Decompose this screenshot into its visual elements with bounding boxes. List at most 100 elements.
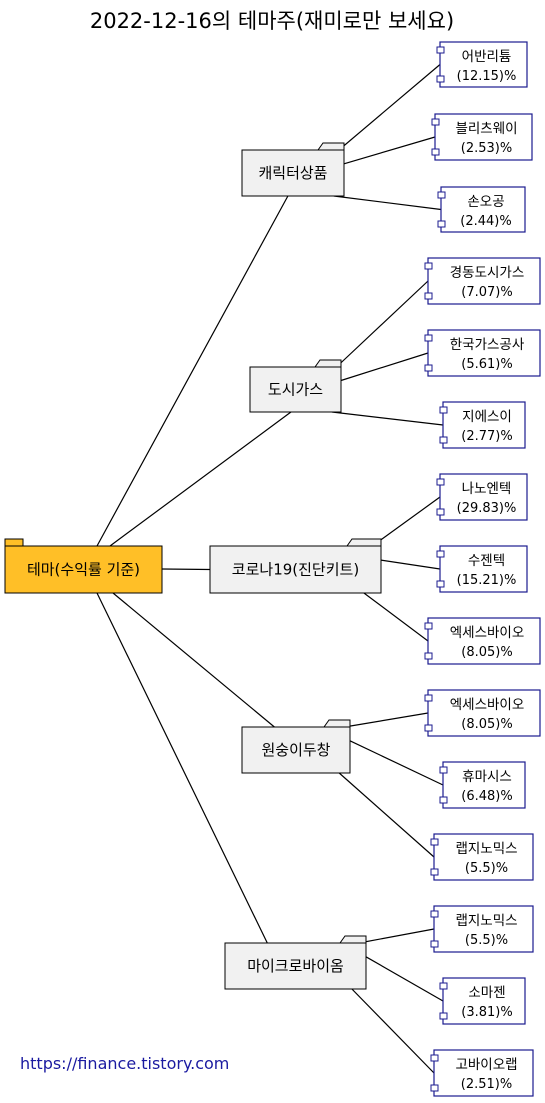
stock-port-top [430, 910, 439, 918]
stock-box [434, 113, 533, 161]
stock-return: (5.5)% [465, 861, 508, 876]
theme-to-stock-line [363, 592, 429, 642]
theme-to-stock-line [338, 64, 441, 151]
theme-label: 코로나19(진단키트) [232, 561, 359, 579]
stock-node: 어반리튬(12.15)% [436, 41, 528, 88]
stock-node: 수젠텍(15.21)% [436, 545, 528, 593]
stock-node: 고바이오랩(2.51)% [430, 1049, 534, 1097]
stock-node: 엑세스바이오(8.05)% [424, 689, 541, 737]
stock-port-bottom [430, 1084, 439, 1092]
theme-label: 캐릭터상품 [258, 164, 327, 182]
stock-return: (12.15)% [457, 69, 517, 84]
stock-box [427, 617, 541, 665]
stock-return: (2.44)% [460, 214, 511, 229]
stock-port-top [424, 622, 433, 630]
theme-node: 코로나19(진단키트) [209, 538, 382, 594]
root-folder-body [4, 545, 163, 594]
stock-box [433, 1049, 534, 1097]
theme-node: 도시가스 [249, 359, 342, 413]
theme-label: 도시가스 [268, 381, 323, 399]
stock-port-top [424, 262, 433, 270]
stock-port-bottom [436, 75, 445, 83]
stock-box [439, 473, 528, 521]
theme-to-stock-line [358, 928, 435, 944]
stock-box [442, 977, 526, 1025]
theme-label: 마이크로바이옴 [247, 957, 344, 975]
stock-node: 나노엔텍 (29.83)% [436, 473, 528, 521]
stock-port-top [437, 191, 446, 199]
stock-port-bottom [436, 508, 445, 516]
stock-node: 지에스이 (2.77)% [439, 401, 526, 449]
root-to-theme-line [109, 411, 292, 547]
stock-return: (8.05)% [461, 645, 512, 660]
nodes: 테마(수익률 기준)캐릭터상품어반리튬(12.15)%블리츠웨이(2.53)%손… [4, 41, 541, 1097]
stock-port-top [431, 118, 440, 126]
stock-port-top [436, 46, 445, 54]
stock-port-bottom [424, 364, 433, 372]
root-to-theme-line [161, 568, 211, 571]
stock-port-bottom [424, 292, 433, 300]
theme-node: 마이크로바이옴 [224, 935, 367, 990]
stock-node: 손오공(2.44)% [437, 186, 526, 233]
theme-to-stock-line [372, 496, 441, 547]
stock-port-top [436, 478, 445, 486]
stock-name: 엑세스바이오 [450, 697, 525, 713]
theme-to-stock-line [344, 712, 429, 728]
stock-name: 나노엔텍 [462, 481, 512, 497]
theme-label: 원숭이두창 [261, 741, 330, 759]
stock-return: (15.21)% [457, 573, 517, 588]
stock-node: 소마젠(3.81)% [439, 977, 526, 1025]
stock-box [442, 401, 526, 449]
root-to-theme-line [112, 592, 275, 728]
stock-node: 경동도시가스 (7.07)% [424, 257, 541, 305]
stock-port-bottom [439, 796, 448, 804]
stock-port-top [430, 838, 439, 846]
stock-port-bottom [431, 148, 440, 156]
theme-to-stock-line [333, 195, 442, 211]
stock-port-bottom [437, 220, 446, 228]
stock-name: 경동도시가스 [450, 265, 525, 281]
stock-return: (29.83)% [457, 501, 517, 516]
stock-box [433, 833, 534, 881]
stock-name: 한국가스공사 [450, 337, 525, 353]
theme-to-stock-line [336, 280, 429, 368]
stock-port-top [430, 1054, 439, 1062]
stock-name: 엑세스바이오 [450, 625, 525, 641]
stock-port-top [439, 766, 448, 774]
stock-box [427, 689, 541, 737]
stock-node: 랩지노믹스(5.5)% [430, 905, 534, 953]
stock-port-bottom [439, 1012, 448, 1020]
stock-port-top [439, 406, 448, 414]
theme-to-stock-line [338, 772, 435, 858]
stock-return: (5.5)% [465, 933, 508, 948]
stock-node: 휴마시스(6.48)% [439, 761, 526, 809]
stock-return: (2.77)% [461, 429, 512, 444]
theme-to-stock-line [340, 352, 429, 382]
stock-port-bottom [424, 724, 433, 732]
stock-box [439, 545, 528, 593]
stock-return: (5.61)% [461, 357, 512, 372]
theme-to-stock-line [351, 988, 435, 1074]
theme-node: 캐릭터상품 [241, 142, 345, 197]
stock-box [439, 41, 528, 88]
stock-port-top [424, 334, 433, 342]
stock-box [442, 761, 526, 809]
stock-return: (7.07)% [461, 285, 512, 300]
stock-port-top [439, 982, 448, 990]
stock-node: 엑세스바이오 (8.05)% [424, 617, 541, 665]
footer-url[interactable]: https://finance.tistory.com [20, 1054, 229, 1073]
root-to-theme-line [96, 195, 289, 547]
stock-node: 랩지노믹스(5.5)% [430, 833, 534, 881]
stock-return: (3.81)% [461, 1005, 512, 1020]
stock-node: 한국가스공사 (5.61)% [424, 329, 541, 377]
stock-box [433, 905, 534, 953]
stock-name: 휴마시스 [462, 769, 512, 785]
theme-to-stock-line [343, 136, 436, 165]
stock-port-bottom [424, 652, 433, 660]
root-to-theme-line [96, 592, 268, 944]
stock-name: 지에스이 [462, 409, 512, 425]
root-label: 테마(수익률 기준) [27, 561, 140, 579]
stock-port-top [424, 694, 433, 702]
theme-node: 원숭이두창 [241, 719, 351, 774]
connector-lines [96, 64, 444, 1074]
